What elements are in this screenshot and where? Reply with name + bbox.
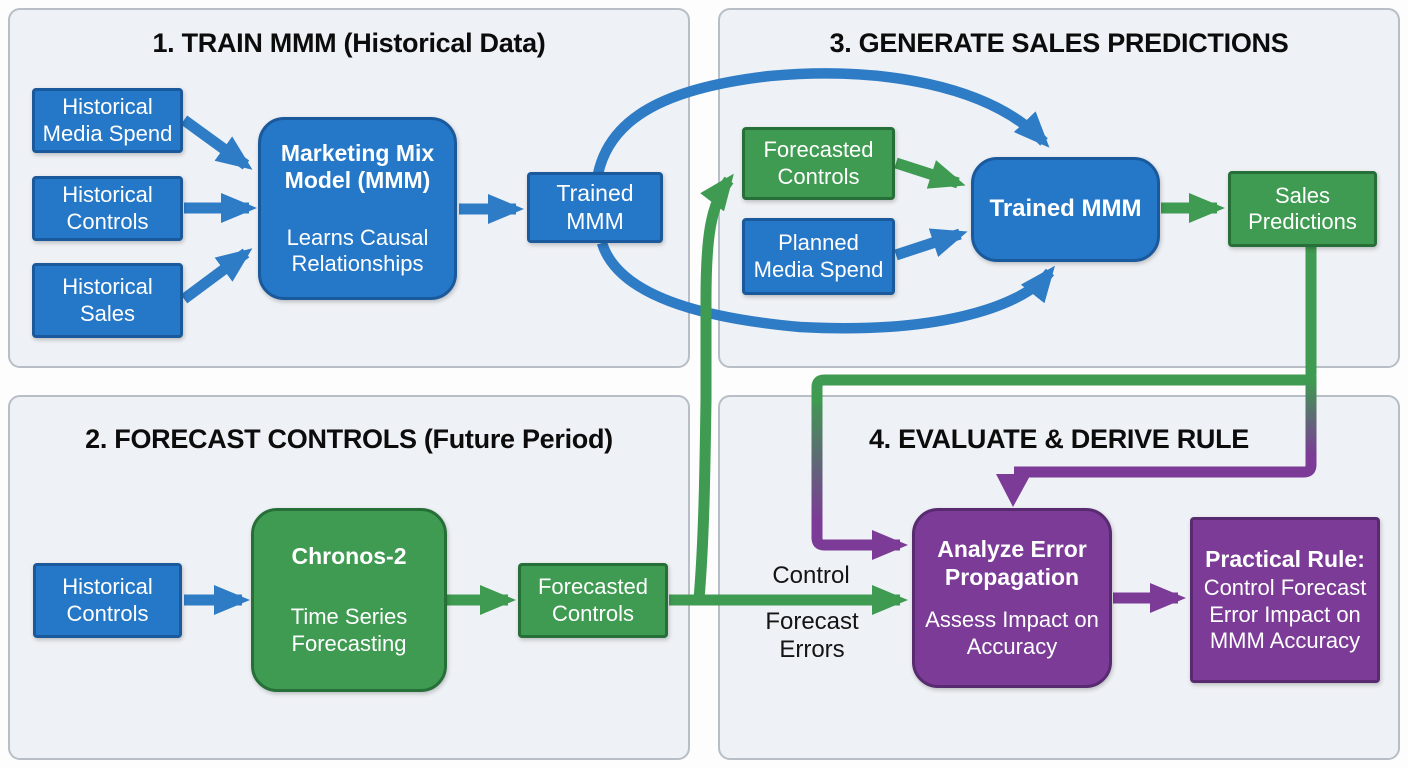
arrow-planned-spend-to-trained-mmm	[894, 228, 968, 261]
node-historical-controls-train: Historical Controls	[32, 176, 183, 241]
line-feedback-right-top	[1014, 376, 1317, 478]
node-sales-predictions: Sales Predictions	[1228, 171, 1377, 247]
arrow-trained-mmm-arc-top	[592, 68, 1050, 176]
node-label: Historical Controls	[62, 574, 153, 626]
quadrant-title-1: 1. TRAIN MMM (Historical Data)	[152, 28, 546, 58]
node-label: Forecasted Controls	[763, 137, 874, 189]
node-label: Historical Media Spend	[42, 94, 173, 146]
quadrant-title-2: 2. FORECAST CONTROLS (Future Period)	[85, 424, 613, 454]
node-trained-mmm-predict: Trained MMM	[971, 157, 1160, 262]
node-title: Marketing Mix Model (MMM)	[280, 139, 435, 194]
node-subtitle: Learns Causal Relationships	[286, 224, 429, 277]
node-subtitle: Control Forecast Error Impact on MMM Acc…	[1203, 575, 1367, 653]
node-subtitle: Assess Impact on Accuracy	[925, 607, 1099, 659]
node-chronos2: Chronos-2 Time Series Forecasting	[251, 508, 447, 692]
line-feedback-left-into-analyze	[811, 404, 908, 560]
node-label: Historical Sales	[62, 274, 153, 326]
node-label: Planned Media Spend	[753, 230, 884, 282]
quadrant-title-3: 3. GENERATE SALES PREDICTIONS	[829, 28, 1289, 58]
node-label: Trained MMM	[989, 195, 1142, 223]
node-historical-media-spend: Historical Media Spend	[32, 88, 183, 153]
node-practical-rule: Practical Rule: Control Forecast Error I…	[1190, 517, 1380, 683]
edge-label-control: Control	[772, 562, 850, 589]
node-trained-mmm-train: Trained MMM	[527, 172, 663, 243]
node-label: Trained MMM	[556, 179, 634, 234]
node-historical-sales: Historical Sales	[32, 263, 183, 338]
node-historical-controls-forecast: Historical Controls	[33, 563, 182, 638]
edge-label-forecast-errors: Forecast Errors	[765, 608, 859, 663]
arrowhead-into-analyze-top	[996, 474, 1031, 507]
node-title: Practical Rule:	[1205, 545, 1365, 572]
arrow-sales-to-mmm	[180, 248, 253, 304]
node-marketing-mix-model: Marketing Mix Model (MMM) Learns Causal …	[258, 117, 457, 300]
arrow-forecasted-controls-to-trained-mmm	[894, 157, 966, 189]
node-title: Analyze Error Propagation	[937, 536, 1087, 590]
node-subtitle: Time Series Forecasting	[290, 604, 408, 656]
node-analyze-error-propagation: Analyze Error Propagation Assess Impact …	[912, 508, 1112, 688]
quadrant-title-4: 4. EVALUATE & DERIVE RULE	[868, 424, 1250, 454]
node-forecasted-controls-predict: Forecasted Controls	[742, 127, 895, 200]
node-label: Forecasted Controls	[537, 574, 649, 626]
node-title: Chronos-2	[291, 542, 407, 569]
node-forecasted-controls-forecast: Forecasted Controls	[518, 563, 668, 638]
node-label: Historical Controls	[62, 182, 153, 234]
node-planned-media-spend: Planned Media Spend	[742, 218, 895, 295]
arrow-trained-mmm-arc-bottom	[596, 241, 1055, 334]
arrow-media-spend-to-mmm	[180, 115, 253, 170]
node-label: Sales Predictions	[1248, 182, 1357, 234]
arrow-forecasted-controls-curve-up	[693, 173, 734, 600]
